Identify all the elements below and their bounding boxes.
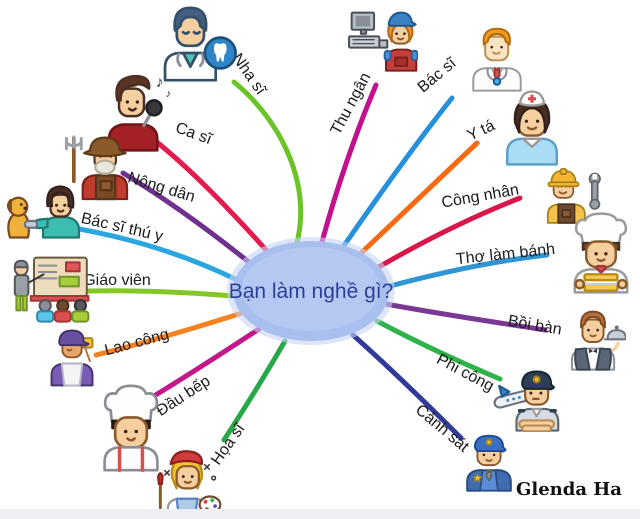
branch-label: Cảnh sát: [412, 401, 472, 456]
branch-lines: [59, 79, 550, 443]
branch-line-giao-vien: [85, 288, 237, 299]
svg-text:♪: ♪: [156, 74, 164, 91]
branch-canh-sat: Cảnh sát: [412, 401, 512, 492]
signature: Glenda Ha: [516, 479, 622, 500]
veterinarian-icon: [7, 185, 81, 239]
center-label: Bạn làm nghề gì?: [229, 280, 394, 303]
branch-line-boi-ban: [383, 301, 548, 333]
dentist-icon: [163, 6, 237, 82]
branch-label: Lao công: [103, 326, 171, 359]
branch-boi-ban: Bồi bàn: [507, 310, 626, 371]
branch-thu-ngan: Thu ngân: [328, 11, 418, 138]
cashier-icon: [348, 11, 418, 72]
branch-label: Bác sĩ: [415, 54, 461, 97]
bottom-strip: [0, 509, 640, 519]
singer-icon: ♪ ♪: [107, 74, 171, 152]
chef-icon: [103, 384, 159, 472]
branch-label: Giáo viên: [83, 272, 151, 289]
branch-line-thu-ngan: [319, 82, 379, 245]
nurse-icon: [506, 90, 558, 166]
branch-line-bac-si-thu-y: [59, 223, 240, 283]
pilot-icon: [493, 370, 560, 432]
branch-line-lao-cong: [93, 310, 245, 358]
branch-giao-vien: Giáo viên: [13, 256, 151, 323]
branch-line-cong-nhan: [369, 195, 523, 274]
baker-icon: [573, 212, 629, 294]
farmer-icon: [64, 135, 129, 201]
branch-line-nong-dan: [120, 170, 253, 266]
branch-lao-cong: Lao công: [50, 326, 171, 387]
branch-line-dau-bep: [151, 326, 262, 399]
branch-line-hoa-si: [221, 338, 288, 443]
branch-label: Họa sĩ: [208, 419, 249, 468]
branch-nha-si: Nha sĩ: [163, 6, 270, 100]
branch-tho-lam-banh: Thợ làm bánh: [455, 212, 629, 294]
janitor-icon: [50, 329, 94, 387]
branch-hoa-si: Họa sĩ: [157, 419, 249, 518]
branch-line-bac-si: [340, 95, 455, 250]
branch-label: Ca sĩ: [173, 119, 215, 148]
branch-line-y-ta: [354, 140, 480, 260]
construction-worker-icon: [546, 168, 601, 224]
branch-line-nha-si: [231, 79, 304, 246]
police-officer-icon: [466, 434, 512, 492]
waiter-icon: [570, 310, 626, 371]
svg-text:♪: ♪: [166, 88, 171, 100]
branch-line-ca-si: [150, 136, 271, 255]
branch-y-ta: Y tá: [465, 90, 558, 166]
painter-icon: [157, 450, 222, 518]
teacher-icon: [13, 256, 90, 323]
doctor-icon: [472, 27, 522, 92]
branch-line-tho-lam-banh: [380, 252, 550, 291]
center-node: Bạn làm nghề gì?: [227, 237, 395, 345]
branch-label: Bồi bàn: [507, 312, 563, 338]
branch-line-phi-cong: [374, 318, 503, 382]
branch-phi-cong: Phi công: [434, 351, 560, 432]
branch-label: Nông dân: [126, 169, 197, 206]
branch-line-canh-sat: [350, 332, 464, 441]
branch-label: Y tá: [465, 117, 498, 144]
branch-bac-si: Bác sĩ: [415, 27, 522, 97]
branch-label: Thợ làm bánh: [455, 241, 556, 268]
branch-label: Công nhân: [440, 181, 520, 211]
branch-ca-si: Ca sĩ ♪ ♪: [107, 74, 215, 152]
